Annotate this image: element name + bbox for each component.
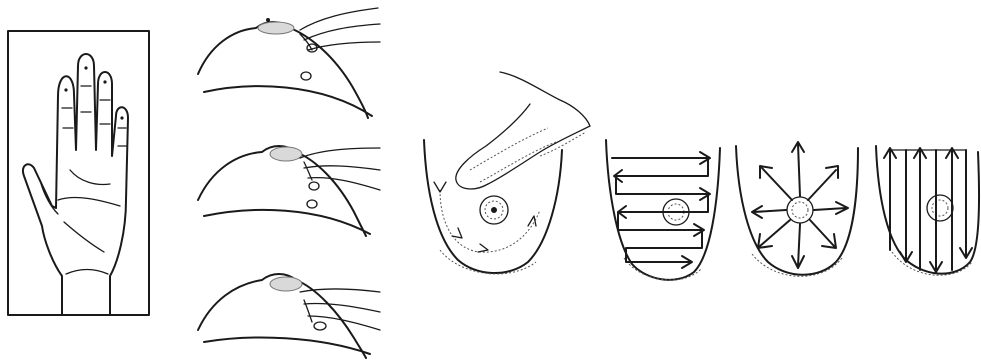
side-view-firm-pressure xyxy=(198,274,380,358)
hand-panel xyxy=(8,31,149,315)
side-view-medium-pressure xyxy=(198,146,380,236)
palpation-side-views xyxy=(198,8,380,358)
nipple-areola xyxy=(258,22,294,34)
nipple-areola xyxy=(927,195,953,221)
up-down-pattern-panel xyxy=(876,146,979,275)
vertical-arrows xyxy=(884,148,972,272)
wedge-pattern-panel xyxy=(736,142,858,276)
nipple-areola xyxy=(270,277,302,291)
breast-outline xyxy=(424,140,562,273)
hand-drawing xyxy=(23,54,128,314)
nipple-areola xyxy=(270,147,302,161)
circular-pattern-panel xyxy=(424,72,590,274)
nipple-areola xyxy=(787,197,813,223)
lines-pattern-panel xyxy=(606,140,720,280)
side-view-light-pressure xyxy=(198,8,380,118)
zigzag-path xyxy=(612,158,708,262)
radial-arrows xyxy=(752,142,848,268)
lump-deep xyxy=(301,72,311,80)
examining-hand xyxy=(456,72,590,189)
